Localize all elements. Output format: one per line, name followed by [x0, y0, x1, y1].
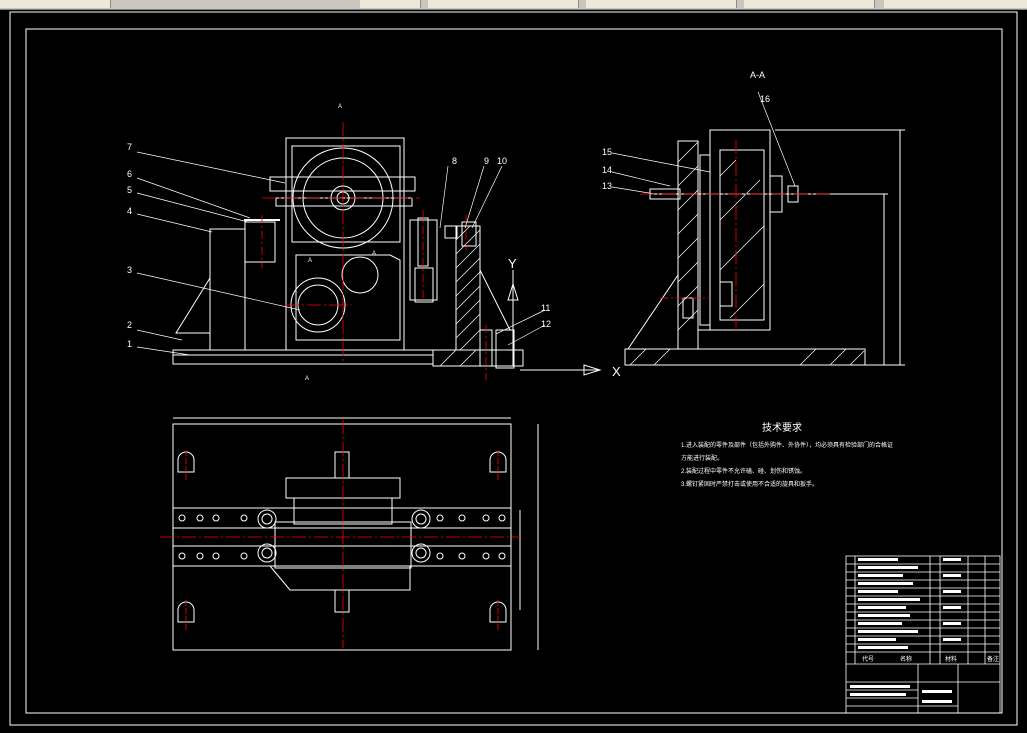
part-number-label: 13: [602, 181, 612, 191]
toolbar-strip: [0, 0, 1027, 10]
part-number-label: 10: [497, 156, 507, 166]
part-number-label: 7: [127, 142, 132, 152]
title-block-header: 代号: [862, 655, 874, 663]
tech-requirements: 技术要求 1.进入装配的零件及部件（包括外购件、外协件），均必须具有检验部门的合…: [681, 421, 893, 488]
top-view-centerlines: [160, 420, 520, 648]
layer-dropdown[interactable]: [428, 0, 579, 8]
part-number-label: 3: [127, 265, 132, 275]
view-mark: A: [372, 251, 376, 257]
part-number-label: 16: [760, 94, 770, 104]
section-view: [611, 91, 905, 366]
section-title: A-A: [750, 70, 765, 80]
plotstyle-dropdown[interactable]: [884, 0, 1027, 8]
title-block-text: 代号 名称 材料 备注: [862, 655, 999, 663]
part-number-label: 4: [127, 206, 132, 216]
view-mark: A: [305, 376, 309, 382]
part-number-label: 6: [127, 169, 132, 179]
front-view-labels: 7 6 5 4 3 2 1 8 9 10 11 12 Y X A A A A: [127, 104, 621, 382]
front-view: [172, 137, 602, 376]
lineweight-dropdown[interactable]: [744, 0, 875, 8]
part-number-label: 8: [452, 156, 457, 166]
view-mark: A: [338, 104, 342, 110]
tech-line: 2.装配过程中零件不允许磕、碰、划伤和锈蚀。: [681, 467, 806, 475]
title-block: [845, 555, 1001, 714]
title-block-header: 材料: [945, 655, 957, 663]
title-block-header: 名称: [900, 655, 912, 663]
cad-drawing-canvas[interactable]: 7 6 5 4 3 2 1 8 9 10 11 12 Y X A A A A: [0, 9, 1027, 733]
part-number-label: 5: [127, 185, 132, 195]
title-block-rows: [850, 558, 961, 703]
title-block-header: 备注: [987, 655, 999, 663]
part-number-label: 12: [541, 319, 551, 329]
tech-line: 1.进入装配的零件及部件（包括外购件、外协件），均必须具有检验部门的合格证: [681, 441, 893, 449]
toolbar-section-mid[interactable]: [360, 0, 421, 8]
part-number-label: 15: [602, 147, 612, 157]
toolbar-section-left[interactable]: [0, 0, 111, 8]
inner-frame: [25, 28, 1003, 714]
outer-frame: [9, 11, 1018, 726]
top-view: [172, 417, 539, 651]
tech-title: 技术要求: [762, 421, 802, 434]
part-number-label: 11: [541, 303, 550, 313]
part-number-label: 14: [602, 165, 612, 175]
section-view-labels: A-A 16 15 14 13: [602, 70, 770, 191]
front-view-centerlines: [261, 122, 487, 380]
tech-line: 3.螺钉紧固时严禁打击或使用不合适的旋具和扳手。: [681, 480, 818, 488]
part-number-label: 2: [127, 320, 132, 330]
view-mark: A: [308, 258, 312, 264]
linetype-dropdown[interactable]: [586, 0, 737, 8]
section-view-centerlines: [640, 140, 830, 330]
front-view-leaders: [136, 151, 546, 356]
tech-line: 方能进行装配。: [681, 454, 723, 462]
part-number-label: 1: [127, 339, 132, 349]
axis-letter-x: X: [612, 364, 621, 379]
part-number-label: 9: [484, 156, 489, 166]
axis-letter-y: Y: [508, 256, 517, 271]
